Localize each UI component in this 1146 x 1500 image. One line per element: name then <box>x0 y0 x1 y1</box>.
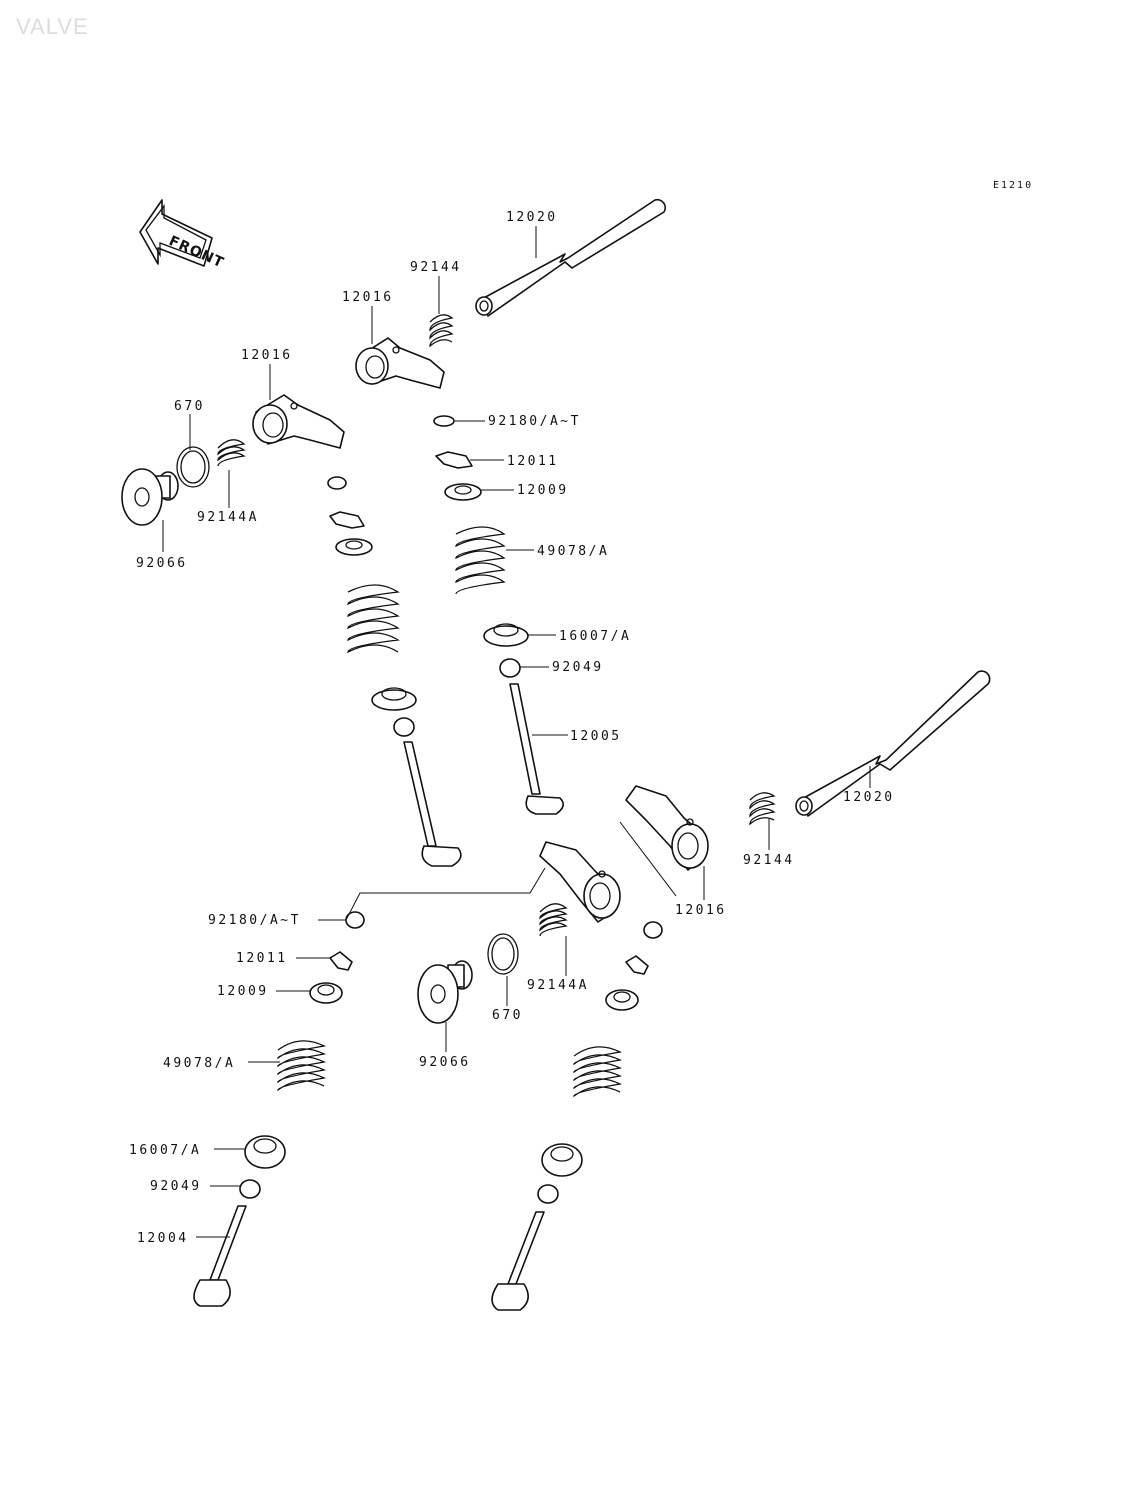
rocker-arm-upper-left <box>252 394 345 449</box>
cap-92066-upper <box>121 468 179 526</box>
label-12020-lower: 12020 <box>843 790 895 805</box>
rocker-spring-upper <box>429 314 454 348</box>
label-92066-lower: 92066 <box>419 1055 471 1070</box>
label-16007-lower: 16007/A <box>129 1143 201 1158</box>
label-12016-lower: 12016 <box>675 903 727 918</box>
callout-labels: 12020 92144 12016 12016 670 92144A 92066… <box>129 210 895 1246</box>
valve-stack-upper-right <box>433 415 564 815</box>
label-92049-upper: 92049 <box>552 660 604 675</box>
rocker-arm-upper-right <box>355 337 445 389</box>
rocker-shaft-upper <box>475 198 667 317</box>
valve-stack-lower-left <box>193 951 353 1307</box>
valve-stack-lower-right <box>491 955 649 1311</box>
diagram-code: E1210 <box>993 180 1034 191</box>
page-title: VALVE <box>16 14 89 39</box>
label-92144-lower: 92144 <box>743 853 795 868</box>
label-92049-lower: 92049 <box>150 1179 202 1194</box>
leader-lines <box>162 226 871 1238</box>
o-ring-upper <box>176 446 210 488</box>
rocker-arm-lower-right <box>625 785 709 871</box>
label-49078-lower: 49078/A <box>163 1056 235 1071</box>
rocker-arm-lower-center <box>539 841 621 923</box>
label-92144-upper: 92144 <box>410 260 462 275</box>
cap-92066-lower <box>417 960 473 1024</box>
tappet-lower-right <box>643 921 663 939</box>
label-92144a-lower: 92144A <box>527 978 589 993</box>
label-92180-lower: 92180/A~T <box>208 913 301 928</box>
spring-92144a-upper <box>217 439 246 467</box>
spring-92144a-lower <box>539 903 568 937</box>
label-12020-upper: 12020 <box>506 210 558 225</box>
o-ring-lower <box>487 933 519 975</box>
label-16007-upper: 16007/A <box>559 629 631 644</box>
label-49078-upper: 49078/A <box>537 544 609 559</box>
label-12011-lower: 12011 <box>236 951 288 966</box>
label-92180-upper: 92180/A~T <box>488 414 581 429</box>
label-12016-upper-right: 12016 <box>342 290 394 305</box>
label-92144a-upper: 92144A <box>197 510 259 525</box>
rocker-shaft-lower <box>795 670 991 817</box>
label-670-upper: 670 <box>174 399 205 414</box>
valve-stack-upper-left <box>327 476 462 867</box>
label-670-lower: 670 <box>492 1008 523 1023</box>
label-12009-upper: 12009 <box>517 483 569 498</box>
rocker-spring-lower <box>749 792 776 826</box>
label-12009-lower: 12009 <box>217 984 269 999</box>
label-92066-upper: 92066 <box>136 556 188 571</box>
front-arrow: FRONT <box>139 199 226 271</box>
label-12004: 12004 <box>137 1231 189 1246</box>
label-12005: 12005 <box>570 729 622 744</box>
label-12016-upper-left: 12016 <box>241 348 293 363</box>
label-12011-upper: 12011 <box>507 454 559 469</box>
